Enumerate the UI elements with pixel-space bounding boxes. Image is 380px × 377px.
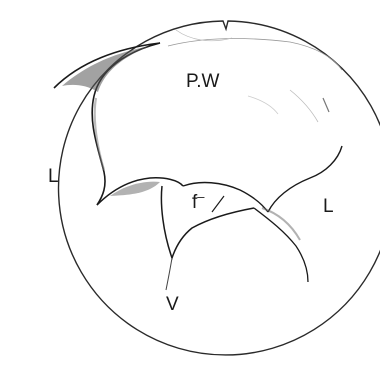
upper-contour-2 <box>176 30 232 41</box>
pw-texture-3 <box>248 96 278 114</box>
label-posterior-wall: P.W <box>186 71 220 92</box>
label-ventricle: V <box>166 294 179 315</box>
pw-texture-1 <box>290 90 318 122</box>
fold-f-stroke <box>212 196 224 212</box>
label-left: L <box>48 166 59 187</box>
label-fold: f– <box>192 189 205 213</box>
left-fold-shading-2 <box>95 98 104 170</box>
pw-texture-2 <box>323 98 329 112</box>
right-shading <box>262 208 300 240</box>
label-right: L <box>323 196 334 217</box>
central-fold-lobe <box>161 186 254 258</box>
upper-contour <box>168 39 342 70</box>
label-fold-superscript: – <box>197 189 205 204</box>
lower-central-curve <box>166 258 172 290</box>
left-fold-shading <box>62 46 150 92</box>
